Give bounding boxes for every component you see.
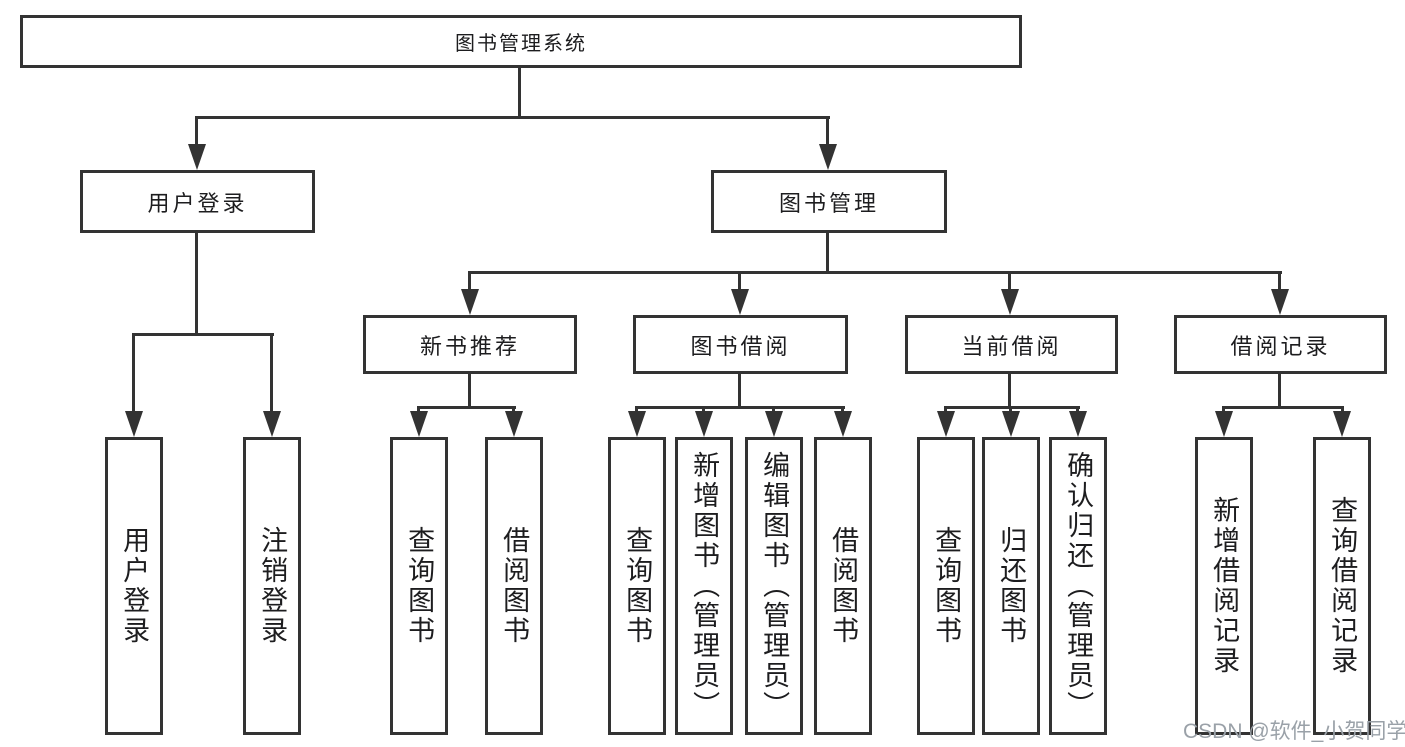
connector-bb-hline [635,406,845,409]
arrowhead-bb-query [628,411,646,437]
node-leaf-bb-add-books-label: 新增图书（管理员） [689,451,720,721]
connector-cb-stub [1008,371,1011,408]
connector-user-login-stub [195,230,198,335]
csdn-watermark: CSDN @软件_小贺同学 [1183,720,1405,743]
connector-user-login-hline [132,333,274,336]
arrowhead-bb-add [695,411,713,437]
connector-to-br-query [1341,406,1344,415]
node-leaf-user-login-label: 用户登录 [119,526,150,646]
node-user-login-label: 用户登录 [147,190,248,216]
node-leaf-bb-query-books-label: 查询图书 [622,526,653,646]
node-book-management: 图书管理 [711,170,947,233]
arrowhead-current-borrowing [1001,289,1019,315]
node-book-borrowing: 图书借阅 [633,315,848,374]
arrowhead-bb-borrow [834,411,852,437]
connector-book-mgmt-hline [468,271,1282,274]
connector-nbr-hline [417,406,516,409]
node-leaf-br-query-record-label: 查询借阅记录 [1327,496,1358,676]
arrowhead-cb-query [937,411,955,437]
arrowhead-nbr-query [410,411,428,437]
arrowhead-bb-edit [765,411,783,437]
connector-root-hline [195,116,830,119]
node-leaf-bb-borrow-books: 借阅图书 [814,437,872,735]
node-current-borrowing: 当前借阅 [905,315,1118,374]
arrowhead-br-query [1333,411,1351,437]
connector-to-cb-return [1009,406,1012,415]
arrowhead-ul-logout [263,411,281,437]
connector-to-cb-query [944,406,947,415]
connector-to-borrowing-records [1278,271,1281,293]
connector-br-hline [1222,406,1344,409]
connector-to-nbr-query [417,406,420,415]
connector-root-stub [518,66,521,118]
connector-to-book-management [826,116,829,146]
node-leaf-cb-return-books-label: 归还图书 [996,526,1027,646]
connector-to-br-add [1222,406,1225,415]
node-current-borrowing-label: 当前借阅 [961,333,1062,359]
connector-to-user-login [195,116,198,146]
connector-to-bb-query [635,406,638,415]
arrowhead-ul-user-login [125,411,143,437]
arrowhead-new-book-recommend [461,289,479,315]
node-leaf-nbr-query-books-label: 查询图书 [404,526,435,646]
arrowhead-cb-confirm [1069,411,1087,437]
node-leaf-cb-confirm-return-label: 确认归还（管理员） [1063,451,1094,721]
node-leaf-bb-edit-books: 编辑图书（管理员） [745,437,803,735]
connector-to-bb-borrow [841,406,844,415]
connector-br-stub [1278,371,1281,408]
node-leaf-nbr-borrow-books-label: 借阅图书 [499,526,530,646]
connector-cb-hline [944,406,1080,409]
node-leaf-cb-return-books: 归还图书 [982,437,1040,735]
connector-book-mgmt-stub [826,230,829,274]
node-root-label: 图书管理系统 [455,33,587,55]
node-root: 图书管理系统 [20,15,1022,68]
node-leaf-cb-query-books: 查询图书 [917,437,975,735]
arrowhead-borrowing-records [1271,289,1289,315]
node-leaf-bb-query-books: 查询图书 [608,437,666,735]
node-user-login: 用户登录 [80,170,315,233]
connector-to-book-borrowing [738,271,741,293]
connector-bb-stub [738,371,741,408]
node-borrowing-records: 借阅记录 [1174,315,1387,374]
node-leaf-br-add-record-label: 新增借阅记录 [1209,496,1240,676]
connector-to-current-borrowing [1008,271,1011,293]
node-leaf-br-add-record: 新增借阅记录 [1195,437,1253,735]
arrowhead-book-management [819,144,837,170]
connector-to-ul-logout [270,333,273,413]
node-book-management-label: 图书管理 [778,190,879,216]
node-leaf-nbr-borrow-books: 借阅图书 [485,437,543,735]
node-leaf-logout-label: 注销登录 [257,526,288,646]
node-leaf-bb-borrow-books-label: 借阅图书 [828,526,859,646]
node-new-book-recommend: 新书推荐 [363,315,577,374]
connector-to-nbr-borrow [512,406,515,415]
arrowhead-cb-return [1002,411,1020,437]
connector-to-ul-user-login [132,333,135,413]
arrowhead-user-login [188,144,206,170]
node-book-borrowing-label: 图书借阅 [690,333,791,359]
connector-to-bb-add [702,406,705,415]
node-leaf-cb-confirm-return: 确认归还（管理员） [1049,437,1107,735]
node-leaf-bb-edit-books-label: 编辑图书（管理员） [759,451,790,721]
connector-to-cb-confirm [1076,406,1079,415]
node-leaf-bb-add-books: 新增图书（管理员） [675,437,733,735]
node-leaf-user-login: 用户登录 [105,437,163,735]
node-leaf-logout: 注销登录 [243,437,301,735]
connector-to-new-book-recommend [468,271,471,293]
connector-to-bb-edit [772,406,775,415]
node-leaf-br-query-record: 查询借阅记录 [1313,437,1371,735]
arrowhead-nbr-borrow [505,411,523,437]
node-borrowing-records-label: 借阅记录 [1230,333,1331,359]
node-leaf-cb-query-books-label: 查询图书 [931,526,962,646]
arrowhead-br-add [1215,411,1233,437]
node-new-book-recommend-label: 新书推荐 [419,333,520,359]
arrowhead-book-borrowing [731,289,749,315]
connector-nbr-stub [468,371,471,408]
node-leaf-nbr-query-books: 查询图书 [390,437,448,735]
